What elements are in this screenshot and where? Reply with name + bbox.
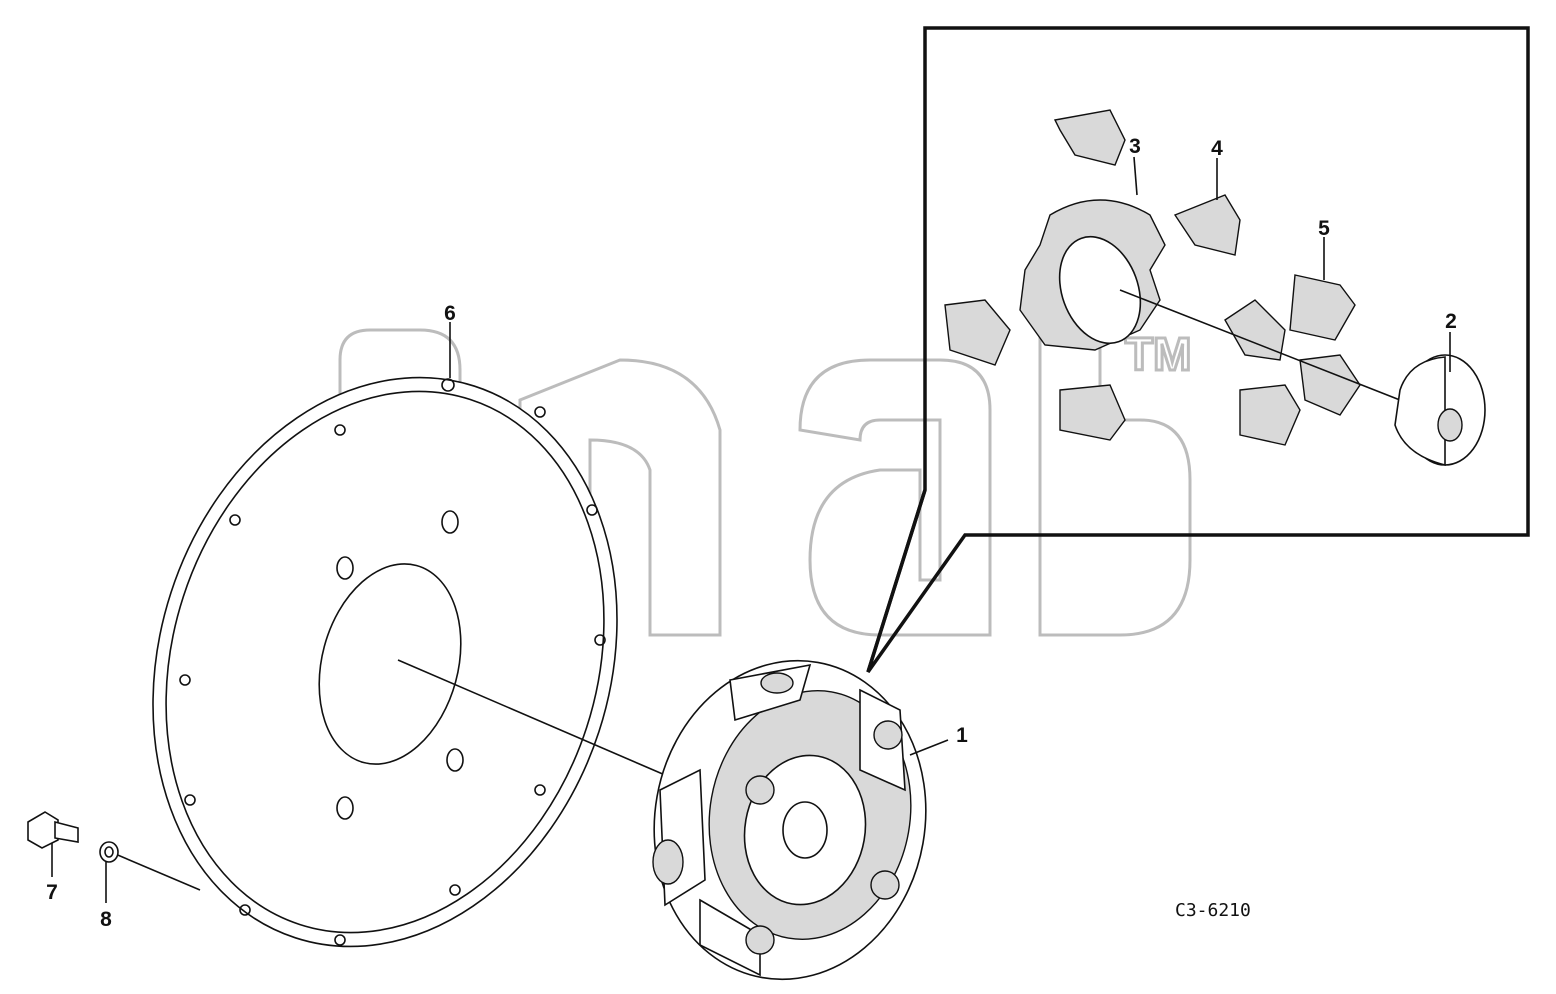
leader-lines <box>51 156 1451 903</box>
callout-8: 8 <box>100 908 112 931</box>
bolt <box>27 811 79 849</box>
callout-5: 5 <box>1318 217 1330 240</box>
callout-3: 3 <box>1129 135 1141 158</box>
inset-axis <box>1119 289 1401 401</box>
callout-6: 6 <box>444 302 456 325</box>
callout-1: 1 <box>956 724 968 747</box>
drawing-code: C3-6210 <box>1175 900 1251 921</box>
rubber-element-ring <box>1019 199 1166 351</box>
assembly-axis <box>397 659 666 776</box>
insert-segments <box>944 109 1361 446</box>
callout-4: 4 <box>1211 137 1223 160</box>
callout-7: 7 <box>46 881 58 904</box>
flywheel-plate <box>152 376 618 948</box>
washer <box>99 841 119 863</box>
coupling-hub <box>652 659 927 981</box>
bolt-axis <box>112 852 201 891</box>
hub-flange <box>1394 354 1486 467</box>
callout-2: 2 <box>1445 310 1457 333</box>
watermark-logo: TM <box>338 327 1193 637</box>
watermark-tm: TM <box>1125 328 1191 380</box>
